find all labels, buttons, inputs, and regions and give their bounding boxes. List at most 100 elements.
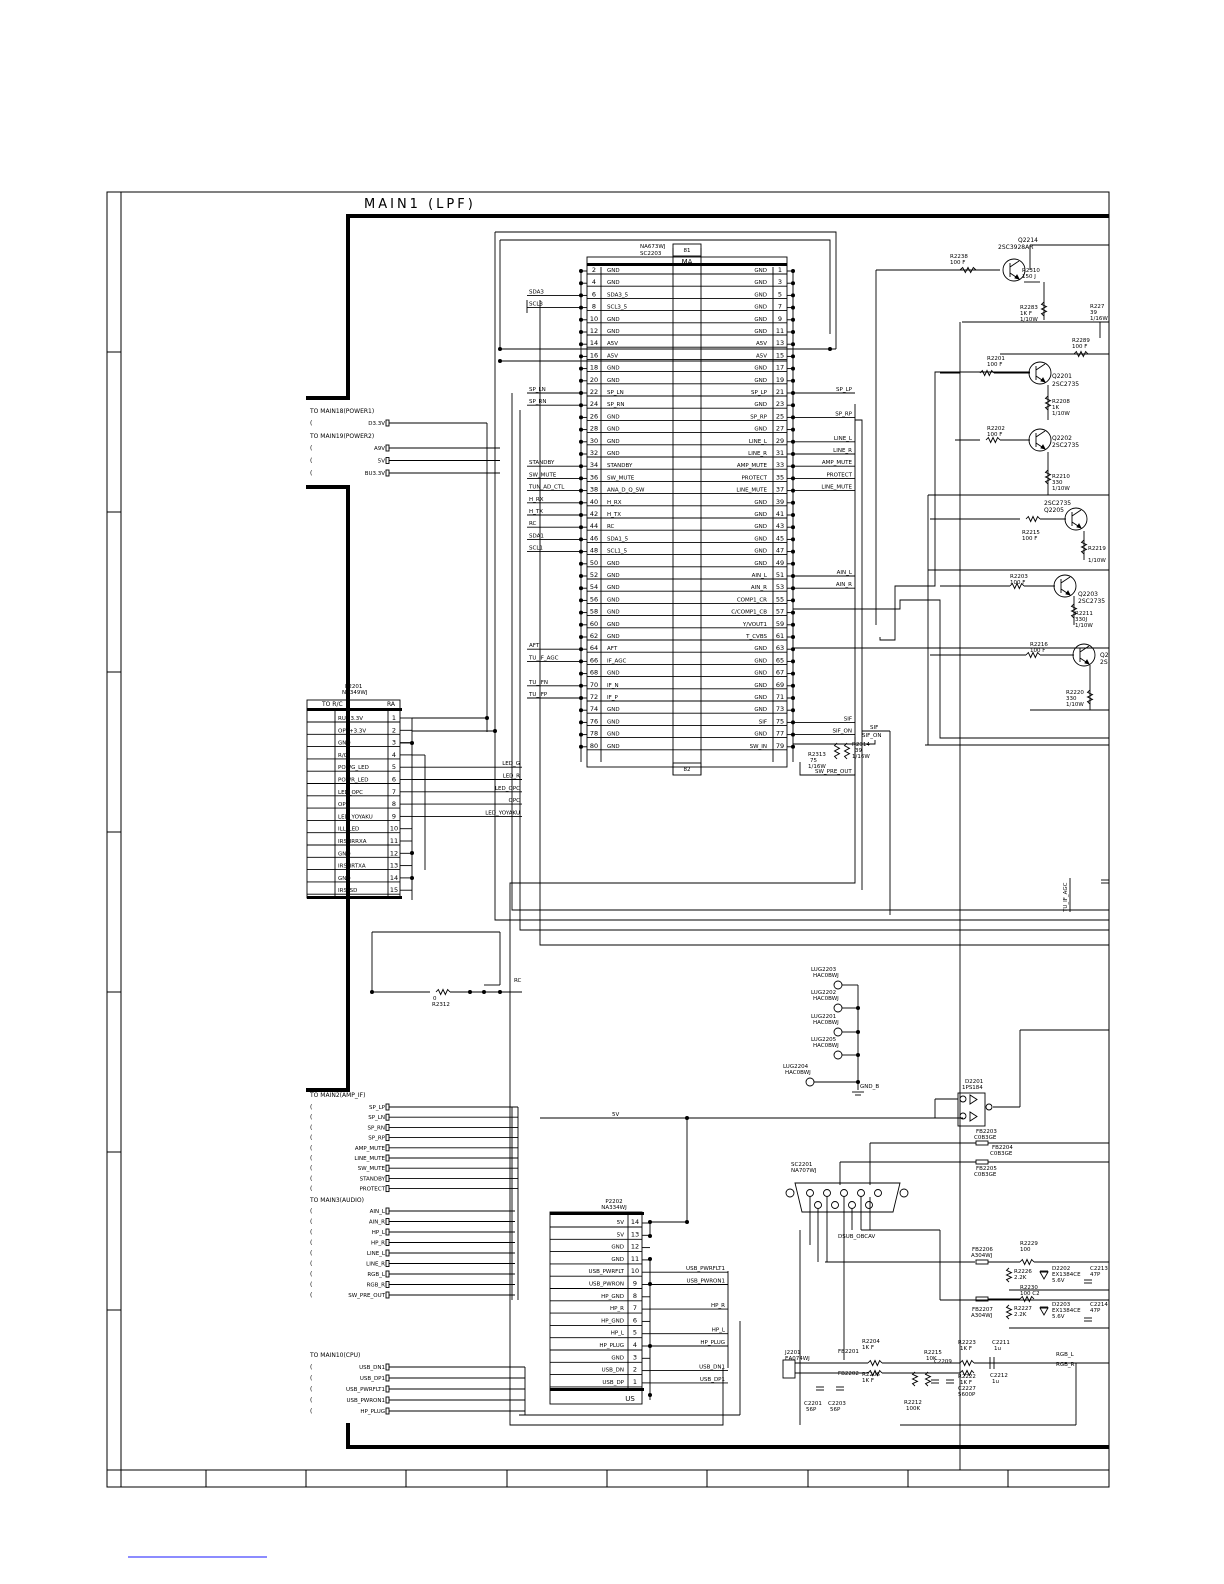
ma-pin-signal: GND — [607, 719, 620, 725]
resistor-ref: R2310 — [1022, 268, 1040, 274]
ma-pin-signal: GND — [754, 683, 767, 689]
resistor-value: 1K F — [862, 1378, 874, 1384]
sif-label: SIF — [870, 725, 878, 731]
us-pin-signal: HP_GND — [601, 1294, 624, 1300]
us-wire-label: HP_L — [712, 1328, 726, 1334]
ma-pin-signal: GND — [754, 305, 767, 311]
ma-pin-number: 63 — [776, 644, 784, 652]
resistor-value: 10K — [926, 1356, 937, 1362]
ma-pin-signal: SP_RN — [607, 402, 625, 408]
transistor-ref: Q2205 — [1044, 507, 1064, 514]
ra-part: P2201 — [345, 684, 362, 690]
bracket: ( — [310, 1240, 312, 1247]
connector-bar — [550, 1212, 644, 1215]
ma-left-wire-label: SDA1 — [529, 533, 544, 539]
ma-pin-signal: RC — [607, 524, 615, 530]
junction-dot — [579, 378, 583, 383]
ma-pin-number: 60 — [590, 620, 598, 628]
ra-part2: NA349WJ — [342, 690, 368, 696]
ma-pin-signal: GND — [607, 622, 620, 628]
ma-pin-number: 31 — [776, 449, 784, 457]
ma-pin-number: 27 — [776, 425, 784, 433]
ma-left-wire-label: AFT — [529, 643, 540, 649]
bracket: ( — [310, 1155, 312, 1162]
lug-ref: LUG2201 — [811, 1014, 836, 1020]
ma-pin-signal: GND — [607, 378, 620, 384]
ma-pin-signal: SP_LN — [607, 390, 624, 396]
offpage-port — [385, 1144, 390, 1152]
bracket: ( — [310, 1219, 312, 1226]
transistor-ref: Q2214 — [1018, 237, 1038, 244]
ma-pin-number: 62 — [590, 632, 598, 640]
junction-dot — [579, 439, 583, 444]
resistor-value: 330 — [1052, 480, 1063, 486]
junction-dot — [579, 683, 583, 688]
cap-value: 1u — [994, 1346, 1001, 1352]
junction-dot — [579, 647, 583, 652]
resistor-value: 330J — [1075, 617, 1087, 623]
amp-ref-signal: SW_MUTE — [358, 1166, 386, 1172]
resistor-value: 100 F — [1030, 648, 1045, 654]
ra-wire-label: OPC — [509, 798, 521, 804]
resistor-symbol — [979, 369, 995, 377]
resistor-value: 1K F — [862, 1345, 874, 1351]
resistor-ref: R2313 — [808, 752, 826, 758]
junction-dot — [579, 427, 583, 432]
ma-pin-number: 67 — [776, 669, 784, 677]
wire — [799, 737, 856, 776]
ma-pin-number: 7 — [778, 303, 782, 311]
lug-ref: LUG2204 — [783, 1064, 809, 1070]
lug-ref: LUG2203 — [811, 967, 837, 973]
us-pin-number: 5 — [633, 1329, 637, 1337]
emitter-arrow — [1084, 659, 1090, 665]
ra-pin-signal: LED_YOYAKU — [338, 814, 373, 820]
ma-pin-number: 76 — [590, 717, 598, 725]
ma-right-wire-label: LINE_L — [834, 436, 853, 442]
junction-dot — [579, 610, 583, 615]
ma-left-wire-label: SCL3 — [529, 302, 543, 308]
us-pin-number: 2 — [633, 1366, 637, 1374]
ma-pin-number: 19 — [776, 376, 784, 384]
bracket: ( — [310, 458, 312, 465]
power1-ref-title: TO MAIN18(POWER1) — [309, 408, 374, 415]
us-pin-number: 9 — [633, 1280, 637, 1288]
ma-pin-number: 80 — [590, 742, 598, 750]
junction-dot — [791, 744, 795, 749]
diode-part: EX1384CE — [1052, 1308, 1081, 1314]
ma-left-wire-label: SP_LN — [529, 387, 546, 393]
ra-pin-signal: POWG_LED — [338, 765, 369, 771]
ma-pin-signal: SP_RP — [750, 414, 767, 420]
transistor-symbol — [1053, 574, 1077, 598]
us-wire-label: USB_PWRFLT1 — [686, 1266, 725, 1272]
junction-dot — [791, 354, 795, 359]
junction-dot — [498, 347, 502, 351]
junction-dot — [791, 635, 795, 639]
us-pin-signal: HP_L — [611, 1331, 625, 1337]
cpu-ref-signal: HP_PLUG — [360, 1409, 385, 1415]
cap-ref: C2212 — [990, 1373, 1008, 1379]
bracket: ( — [310, 1165, 312, 1172]
ma-pin-signal: GND — [754, 695, 767, 701]
diode-package — [957, 1092, 986, 1127]
resistor-ref: R2230 — [1020, 1285, 1038, 1291]
us-pin-signal: 5V — [617, 1232, 624, 1238]
ferrite-ref: FB2202 — [838, 1371, 859, 1377]
ma-pin-number: 12 — [590, 327, 598, 335]
junction-dot — [498, 990, 502, 994]
junction-dot — [579, 720, 583, 725]
fivev-label: 5V — [612, 1112, 619, 1118]
ma-pin-signal: GND — [754, 500, 767, 506]
cpu-ref-signal: USB_PWRFLT1 — [346, 1387, 385, 1393]
diode-ref: D2203 — [1052, 1302, 1071, 1308]
junction-dot — [579, 500, 583, 505]
ma-pin-number: 22 — [590, 388, 598, 396]
ma-pin-number: 42 — [590, 510, 598, 518]
offpage-port — [385, 1270, 390, 1278]
cap-ref: C2201 — [804, 1401, 822, 1407]
offpage-port — [385, 457, 390, 464]
ra-pin-signal: R/C — [338, 753, 348, 759]
connector-bar — [307, 896, 402, 899]
gnd-b-label: GND_B — [860, 1084, 879, 1090]
ma-pin-signal: SP_LP — [751, 390, 768, 396]
transistor-ref: Q2 — [1100, 652, 1109, 659]
